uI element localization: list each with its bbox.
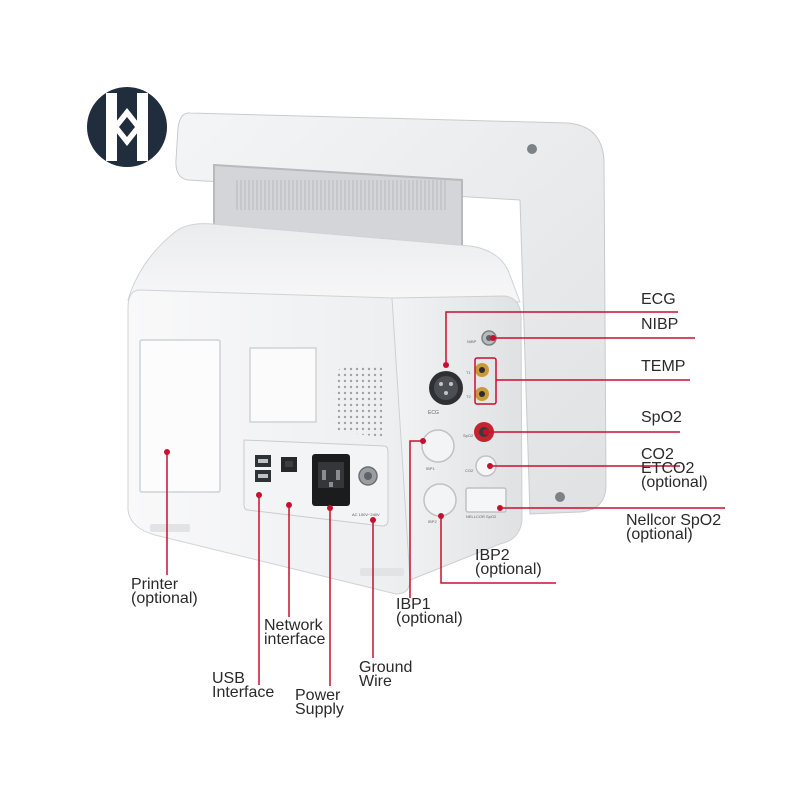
rear-connector-panel: AC 100V~240V xyxy=(243,439,389,527)
ibp1-connector xyxy=(421,429,455,463)
callout-temp-bracket xyxy=(474,357,497,405)
label-power: Power Supply xyxy=(295,687,344,718)
svg-text:T1: T1 xyxy=(466,370,471,375)
svg-text:NIBP: NIBP xyxy=(467,339,477,344)
callout-lines xyxy=(166,311,725,686)
label-ground: Ground Wire xyxy=(359,659,413,690)
side-connector-panel: ECG NIBP T1 T2 SpO2 IBP1 CO2 IBP2 NELLCO… xyxy=(421,330,507,524)
callout-dots xyxy=(164,335,503,523)
label-usb: USB Interface xyxy=(212,670,275,701)
label-nibp: NIBP xyxy=(641,316,679,333)
svg-text:IBP1: IBP1 xyxy=(426,466,435,471)
svg-text:CO2: CO2 xyxy=(465,468,474,473)
label-nellcor: Nellcor SpO2 (optional) xyxy=(626,512,722,543)
svg-text:NELLCOR SpO2: NELLCOR SpO2 xyxy=(466,514,497,519)
label-co2: CO2 ETCO2 (optional) xyxy=(641,446,708,491)
speaker-grill xyxy=(334,364,382,437)
monitor-screen-back xyxy=(175,112,607,515)
label-ecg: ECG xyxy=(641,291,676,308)
svg-text:ECG: ECG xyxy=(428,410,439,416)
label-network: Network interface xyxy=(264,617,326,648)
label-printer: Printer (optional) xyxy=(131,576,198,607)
nellcor-spo2-slot xyxy=(465,487,507,513)
printer-door xyxy=(139,339,221,493)
ibp2-connector xyxy=(423,483,457,517)
label-temp: TEMP xyxy=(641,358,686,375)
callout-ibp2 xyxy=(440,516,556,584)
label-ibp1: IBP1 (optional) xyxy=(396,596,463,627)
svg-text:T2: T2 xyxy=(466,394,471,399)
rating-text: AC 100V~240V xyxy=(352,512,380,517)
svg-text:IBP2: IBP2 xyxy=(428,519,437,524)
rear-panel-cover xyxy=(249,347,317,423)
brand-logo xyxy=(87,87,167,167)
svg-text:SpO2: SpO2 xyxy=(463,433,474,438)
label-ibp2: IBP2 (optional) xyxy=(475,547,542,578)
label-spo2: SpO2 xyxy=(641,409,682,426)
callout-ecg xyxy=(445,311,678,365)
callout-ibp1 xyxy=(409,440,423,598)
